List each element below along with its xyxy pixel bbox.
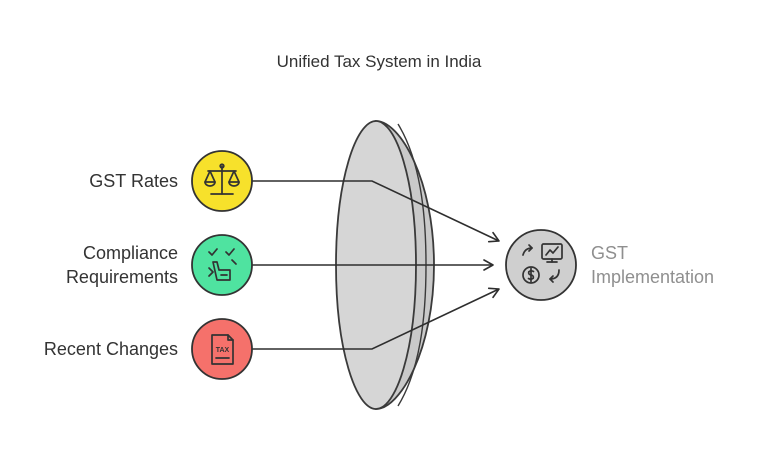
- input-node-recent-changes: Recent Changes TAX: [44, 318, 253, 380]
- input-label-gst-rates: GST Rates: [89, 171, 178, 191]
- input-circle-recent-changes: [191, 318, 253, 380]
- tax-document-icon: TAX: [211, 334, 234, 365]
- input-node-compliance: Compliance Requirements: [66, 234, 253, 296]
- balance-scale-icon: [204, 163, 240, 195]
- diagram-title: Unified Tax System in India: [277, 52, 482, 71]
- connector-recent-changes: [252, 287, 500, 350]
- input-label-recent-changes: Recent Changes: [44, 339, 178, 359]
- connectors: [252, 180, 500, 350]
- output-label-line2: Implementation: [591, 267, 714, 287]
- input-label-compliance-line2: Requirements: [66, 267, 178, 287]
- output-label-line1: GST: [591, 243, 628, 263]
- input-circle-compliance: [191, 234, 253, 296]
- output-circle: [505, 229, 577, 301]
- tax-badge-text: TAX: [216, 347, 230, 354]
- input-label-compliance-line1: Compliance: [83, 243, 178, 263]
- implementation-cycle-icon: [522, 243, 563, 284]
- connector-gst-rates: [252, 180, 500, 243]
- input-node-gst-rates: GST Rates: [89, 150, 253, 212]
- output-node-gst-implementation: GST Implementation: [505, 229, 714, 301]
- compliance-checklist-icon: [208, 248, 237, 281]
